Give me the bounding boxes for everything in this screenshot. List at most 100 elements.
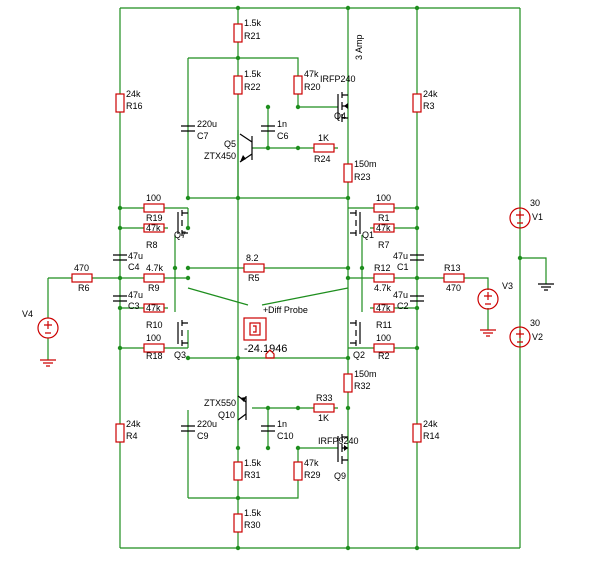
q4-part: IRFP240 (320, 74, 356, 84)
resistor-r10: 47k R10 (143, 303, 165, 330)
r16-value: 24k (126, 89, 141, 99)
r1-value: 100 (376, 193, 391, 203)
r1-name: R1 (378, 213, 390, 223)
r31-name: R31 (244, 470, 261, 480)
resistor-r14: 24k R14 (412, 419, 440, 443)
resistor-r6: 470 R6 (71, 263, 93, 293)
c3-value: 47u (128, 290, 143, 300)
capacitor-c3: 47u C3 (113, 290, 143, 311)
probe-label: Diff Probe (268, 305, 308, 315)
c6-name: C6 (277, 131, 289, 141)
capacitor-c10: 1n C10 (261, 419, 294, 441)
r13-value: 470 (446, 283, 461, 293)
r32-value: 150m (354, 369, 377, 379)
current-annotation: 3 Amp (354, 34, 364, 60)
junctions (117, 5, 523, 551)
v2-name: V2 (532, 332, 543, 342)
transistor-q5: Q5 ZTX450 (204, 133, 253, 163)
r32-name: R32 (354, 381, 371, 391)
resistor-r24: 1K R24 (313, 133, 335, 164)
c7-value: 220u (197, 119, 217, 129)
resistor-r18: 100 R18 (143, 333, 165, 361)
transistor-q4: IRFP240 Q4 (320, 74, 356, 122)
r18-name: R18 (146, 351, 163, 361)
q9-part: IRFP9240 (318, 436, 359, 446)
c6-value: 1n (277, 119, 287, 129)
r19-value: 100 (146, 193, 161, 203)
source-v3: V3 (477, 281, 513, 310)
r8-name: R8 (146, 240, 158, 250)
r4-name: R4 (126, 431, 138, 441)
resistor-r19: 100 R19 (143, 193, 165, 223)
capacitor-c4: 47u C4 (113, 251, 143, 272)
c3-name: C3 (128, 301, 140, 311)
transistor-q1: Q1 (350, 210, 374, 240)
r2-value: 100 (376, 333, 391, 343)
v1-value: 30 (530, 198, 540, 208)
v3-name: V3 (502, 281, 513, 291)
resistor-r32: 150m R32 (343, 369, 377, 393)
v1-name: V1 (532, 212, 543, 222)
q1-name: Q1 (362, 230, 374, 240)
r11-name: R11 (376, 320, 392, 330)
r24-value: 1K (318, 133, 329, 143)
resistor-r16: 24k R16 (115, 89, 143, 113)
r6-name: R6 (78, 283, 90, 293)
v2-value: 30 (530, 318, 540, 328)
q10-name: Q10 (218, 410, 235, 420)
transistor-q3: Q3 (174, 320, 188, 360)
r3-value: 24k (423, 89, 438, 99)
c9-value: 220u (197, 419, 217, 429)
r5-value: 8.2 (246, 253, 259, 263)
r22-value: 1.5k (244, 69, 262, 79)
q2-name: Q2 (353, 350, 365, 360)
transistor-q2: Q2 (350, 320, 365, 360)
r14-name: R14 (423, 431, 440, 441)
r8-value: 47k (146, 223, 161, 233)
ground-main (538, 283, 554, 291)
r14-value: 24k (423, 419, 438, 429)
resistor-r5: 8.2 R5 (243, 253, 265, 283)
r20-value: 47k (304, 69, 319, 79)
c1-value: 47u (393, 251, 408, 261)
capacitor-c7: 220u C7 (181, 119, 217, 141)
r16-name: R16 (126, 101, 143, 111)
resistor-r30: 1.5k R30 (233, 508, 262, 533)
c2-name: C2 (397, 301, 409, 311)
q4-name: Q4 (334, 111, 346, 121)
r21-value: 1.5k (244, 18, 262, 28)
capacitor-c6: 1n C6 (261, 119, 289, 141)
q10-part: ZTX550 (204, 398, 236, 408)
r12-value: 4.7k (374, 283, 392, 293)
capacitor-c9: 220u C9 (181, 419, 217, 441)
transistor-q10: ZTX550 Q10 (204, 395, 247, 421)
source-v1: 30 V1 (509, 198, 543, 229)
q7-name: Q7 (174, 230, 186, 240)
r23-value: 150m (354, 159, 377, 169)
r7-value: 47k (376, 223, 391, 233)
r24-name: R24 (314, 154, 331, 164)
c10-value: 1n (277, 419, 287, 429)
r22-name: R22 (244, 82, 261, 92)
resistor-r12: R12 4.7k (373, 263, 395, 293)
r23-name: R23 (354, 172, 371, 182)
r29-value: 47k (304, 458, 319, 468)
q3-name: Q3 (174, 350, 186, 360)
r2-name: R2 (378, 351, 390, 361)
resistor-r33: R33 1K (313, 393, 335, 423)
capacitor-c1: 47u C1 (393, 251, 424, 272)
resistor-r7: 47k R7 (373, 223, 395, 250)
q5-part: ZTX450 (204, 151, 236, 161)
source-v2: 30 V2 (509, 318, 543, 348)
v4-name: V4 (22, 309, 33, 319)
resistor-r4: 24k R4 (115, 419, 141, 443)
resistor-r20: 47k R20 (293, 69, 321, 95)
r7-name: R7 (378, 240, 390, 250)
c9-name: C9 (197, 431, 209, 441)
resistor-r3: 24k R3 (412, 89, 438, 113)
r33-value: 1K (318, 413, 329, 423)
source-v4: V4 (22, 309, 59, 339)
r30-name: R30 (244, 520, 261, 530)
resistor-r1: 100 R1 (373, 193, 395, 223)
r10-value: 47k (146, 303, 161, 313)
